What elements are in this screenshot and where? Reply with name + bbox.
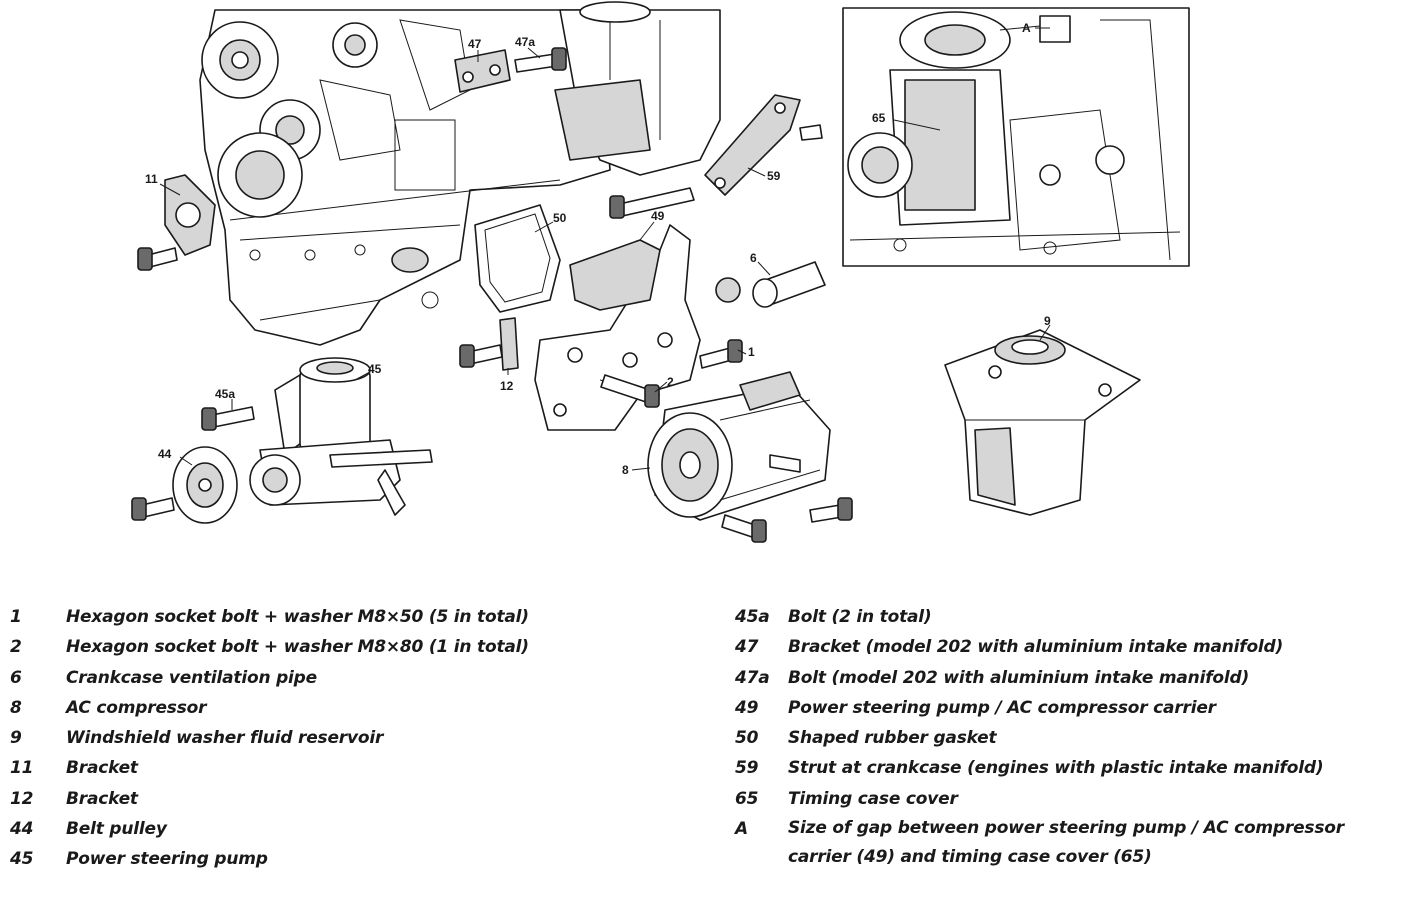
legend-item-description: Timing case cover <box>788 788 958 809</box>
ac-compressor-8 <box>647 371 853 543</box>
callout-44: 44 <box>158 447 172 461</box>
inset-timing-cover-detail <box>842 7 1190 267</box>
legend-item: 50 Shaped rubber gasket <box>735 723 1395 753</box>
legend-item: 6 Crankcase ventilation pipe <box>10 663 690 693</box>
power-steering-pump-45 <box>249 357 433 516</box>
legend-item-number: 6 <box>10 667 22 688</box>
callout-50: 50 <box>553 211 567 225</box>
bolts-1-2 <box>600 339 743 408</box>
legend-item-description: Windshield washer fluid reservoir <box>66 728 384 749</box>
legend-item-description: AC compressor <box>66 697 207 718</box>
legend-item-description: Shaped rubber gasket <box>788 728 997 749</box>
callout-49: 49 <box>651 209 665 223</box>
callout-65: 65 <box>872 111 886 125</box>
callout-labels: 11 47 47a 50 59 A 65 49 6 12 1 2 45a 45 … <box>145 21 1051 477</box>
legend-item-description: Bolt (model 202 with aluminium intake ma… <box>788 667 1250 688</box>
legend-item-description: Hexagon socket bolt + washer M8×80 (1 in… <box>66 637 529 658</box>
legend-item-description: Size of gap between power steering pump … <box>788 818 1344 868</box>
legend-item-description: Power steering pump <box>66 849 268 870</box>
legend-item-number: 11 <box>10 758 34 779</box>
legend-item: 11 Bracket <box>10 753 690 783</box>
engine-block <box>199 9 611 346</box>
legend-item-number: A <box>735 819 748 840</box>
washer-reservoir-9 <box>944 329 1141 516</box>
legend-item: 45a Bolt (2 in total) <box>735 602 1395 632</box>
legend-item-description: Bracket (model 202 with aluminium intake… <box>788 637 1284 658</box>
legend-item: A Size of gap between power steering pump… <box>735 814 1395 872</box>
callout-47a: 47a <box>515 35 535 49</box>
callout-11: 11 <box>145 172 158 186</box>
legend-item: 8 AC compressor <box>10 693 690 723</box>
legend-item: 1 Hexagon socket bolt + washer M8×50 (5 i… <box>10 602 690 632</box>
callout-1: 1 <box>748 345 755 359</box>
legend-item: 2 Hexagon socket bolt + washer M8×80 (1 i… <box>10 632 690 662</box>
legend-item-number: 50 <box>735 728 759 749</box>
callout-6: 6 <box>750 251 757 265</box>
legend-item: 47 Bracket (model 202 with aluminium inta… <box>735 632 1395 662</box>
crankcase-vent-pipe-6 <box>715 261 826 308</box>
legend-item: 49 Power steering pump / AC compressor ca… <box>735 693 1395 723</box>
legend-item: 44 Belt pulley <box>10 814 690 844</box>
legend-item-number: 45 <box>10 849 34 870</box>
legend-item-number: 8 <box>10 697 22 718</box>
callout-9: 9 <box>1044 314 1051 328</box>
bracket-47 <box>454 47 567 93</box>
legend-item-number: 9 <box>10 728 22 749</box>
legend-item-description: Strut at crankcase (engines with plastic… <box>788 758 1324 779</box>
belt-pulley-44 <box>131 446 238 524</box>
bolt-45a <box>201 406 255 431</box>
legend-item-description: Crankcase ventilation pipe <box>66 667 317 688</box>
legend-item-number: 12 <box>10 788 34 809</box>
callout-45a: 45a <box>215 387 235 401</box>
callout-59: 59 <box>767 169 781 183</box>
legend-item-description: Belt pulley <box>66 819 167 840</box>
legend-item-number: 44 <box>10 819 34 840</box>
intake-manifold <box>554 1 721 176</box>
legend-item-number: 47a <box>735 667 770 688</box>
callout-2: 2 <box>667 375 674 389</box>
callout-12: 12 <box>500 379 514 393</box>
callout-47: 47 <box>468 37 482 51</box>
callout-45: 45 <box>368 362 382 376</box>
strut-59 <box>609 94 823 219</box>
leader-lines <box>159 27 1051 471</box>
legend-item-number: 59 <box>735 758 759 779</box>
legend-item: 45 Power steering pump <box>10 844 690 874</box>
legend-item-description: Power steering pump / AC compressor carr… <box>788 697 1216 718</box>
legend-item-number: 49 <box>735 697 759 718</box>
legend-item: 47a Bolt (model 202 with aluminium intake… <box>735 663 1395 693</box>
legend-item-number: 47 <box>735 637 759 658</box>
exploded-parts-diagram: 11 47 47a 50 59 A 65 49 6 12 1 2 45a 45 … <box>131 1 1190 543</box>
legend-item-number: 65 <box>735 788 759 809</box>
bracket-12 <box>459 317 519 371</box>
legend-item-description: Bracket <box>66 758 138 779</box>
legend-item: 9 Windshield washer fluid reservoir <box>10 723 690 753</box>
bracket-11 <box>137 174 216 271</box>
legend-item: 65 Timing case cover <box>735 784 1395 814</box>
legend-item-description: Hexagon socket bolt + washer M8×50 (5 in… <box>66 607 529 627</box>
callout-A: A <box>1022 21 1031 35</box>
callout-8: 8 <box>622 463 629 477</box>
legend-left-column: 1 Hexagon socket bolt + washer M8×50 (5 i… <box>10 602 690 875</box>
legend-item: 59 Strut at crankcase (engines with plast… <box>735 753 1395 783</box>
legend-item-number: 2 <box>10 637 22 658</box>
legend-item-description: Bracket <box>66 788 138 809</box>
gasket-50 <box>474 204 561 313</box>
legend-item-description: Bolt (2 in total) <box>788 607 932 627</box>
carrier-49 <box>534 224 701 431</box>
legend-item: 12 Bracket <box>10 784 690 814</box>
legend-item-number: 1 <box>10 607 22 627</box>
legend-item-number: 45a <box>735 607 770 627</box>
legend-right-column: 45a Bolt (2 in total) 47 Bracket (model 202… <box>735 602 1395 872</box>
